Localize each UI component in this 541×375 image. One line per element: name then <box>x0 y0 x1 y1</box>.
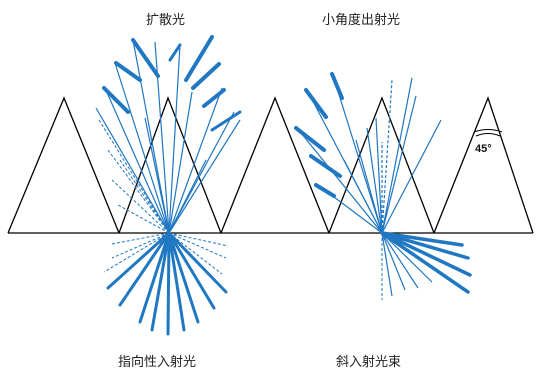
angle-label: 45° <box>475 143 492 155</box>
prism-ridge-1 <box>7 96 120 234</box>
prism-ridge-3 <box>220 96 330 234</box>
prism-ridge-4 <box>328 96 435 234</box>
oblique-incident-rays <box>380 231 472 300</box>
label-directional-incident-light: 指向性入射光 <box>118 355 197 370</box>
label-oblique-incident-beam: 斜入射光束 <box>336 355 402 370</box>
label-small-angle-exit-light: 小角度出射光 <box>322 13 401 28</box>
prism-ridge-5 <box>433 96 534 234</box>
label-diffuse-light: 扩散光 <box>146 13 186 28</box>
directional-incident-rays <box>103 231 229 336</box>
diffuse-light-rays <box>95 35 242 234</box>
apex-angle-mark: 45° <box>473 129 503 155</box>
prism-outlines <box>7 96 534 234</box>
small-angle-exit-rays <box>294 71 442 234</box>
